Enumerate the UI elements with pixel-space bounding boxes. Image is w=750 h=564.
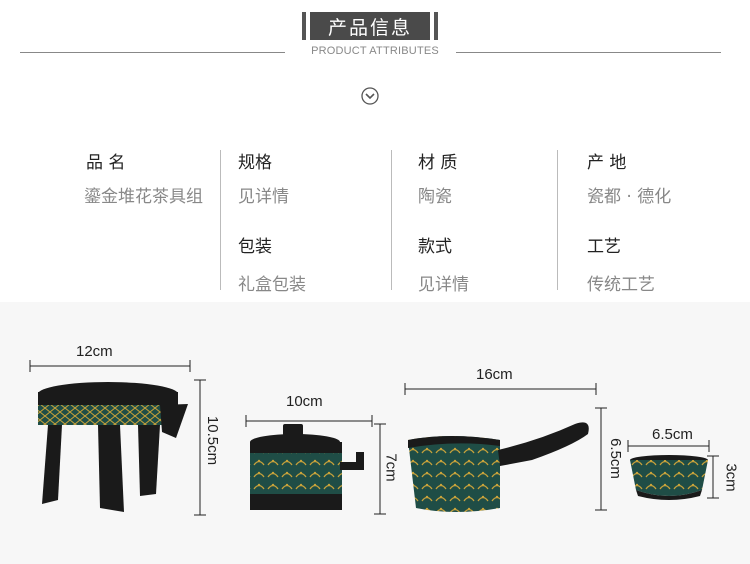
pitcher-height-label: 6.5cm <box>606 438 624 479</box>
tea-jar-image <box>245 415 386 515</box>
attributes-panel: 产品信息 PRODUCT ATTRIBUTES 品 名 鎏金堆花茶具组 规格 见… <box>20 12 721 295</box>
tea-stand-image <box>29 360 206 516</box>
craft-value: 传统工艺 <box>587 275 655 295</box>
column-divider <box>557 150 558 290</box>
jar-width-label: 10cm <box>286 393 323 410</box>
package-label: 包装 <box>238 237 272 257</box>
craft-label: 工艺 <box>587 237 621 257</box>
tea-pitcher-image <box>404 383 607 512</box>
origin-label: 产 地 <box>587 153 627 173</box>
style-value: 见详情 <box>418 275 469 295</box>
dimensions-panel <box>0 302 750 564</box>
stand-width-label: 12cm <box>76 343 113 360</box>
divider-left <box>20 52 285 53</box>
jar-height-label: 7cm <box>382 453 400 482</box>
pitcher-width-label: 16cm <box>476 366 513 383</box>
cup-height-label: 3cm <box>722 463 740 492</box>
material-value: 陶瓷 <box>418 187 452 207</box>
section-subtitle: PRODUCT ATTRIBUTES <box>311 45 439 57</box>
material-label: 材 质 <box>418 153 458 173</box>
cup-width-label: 6.5cm <box>652 426 693 443</box>
name-label: 品 名 <box>86 153 126 173</box>
origin-value: 瓷都 · 德化 <box>587 187 672 207</box>
spec-label: 规格 <box>238 153 272 173</box>
section-title-box: 产品信息 <box>302 12 438 40</box>
section-title: 产品信息 <box>310 12 430 40</box>
column-divider <box>391 150 392 290</box>
style-label: 款式 <box>418 237 452 257</box>
column-divider <box>220 150 221 290</box>
divider-right <box>456 52 721 53</box>
stand-height-label: 10.5cm <box>204 415 222 466</box>
tea-cup-image <box>627 440 719 500</box>
spec-value: 见详情 <box>238 187 289 207</box>
package-value: 礼盒包装 <box>238 275 306 295</box>
chevron-down-circle-icon <box>361 87 379 105</box>
name-value: 鎏金堆花茶具组 <box>84 187 203 207</box>
